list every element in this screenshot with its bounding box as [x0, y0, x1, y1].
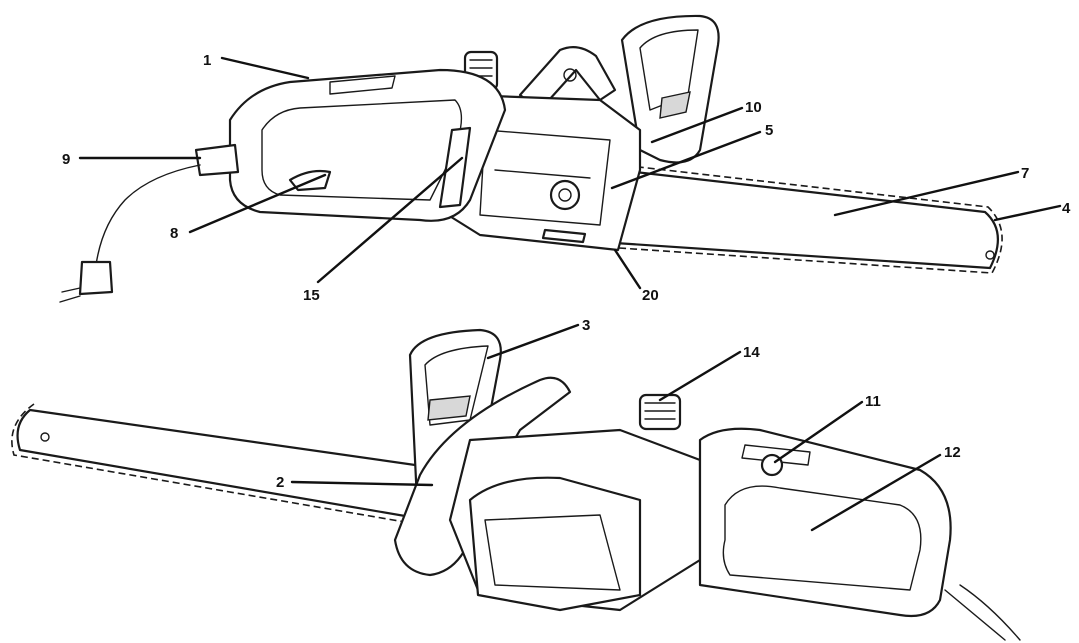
callout-5: 5 [765, 122, 773, 139]
motor-cap [468, 476, 642, 612]
callout-3: 3 [582, 317, 590, 334]
leader-15 [316, 156, 464, 284]
bar-nose-hole-top [985, 250, 995, 260]
callout-9: 9 [62, 151, 70, 168]
callout-10: 10 [745, 99, 762, 116]
callout-2: 2 [276, 474, 284, 491]
leader-14 [658, 350, 742, 402]
leader-12 [810, 453, 942, 532]
chain-tension-knob-top [549, 179, 581, 211]
leader-8 [188, 173, 327, 234]
saw-chain-top [603, 162, 1003, 274]
leader-lines [78, 56, 1062, 532]
lock-off-button-top [438, 126, 472, 209]
saw-chain-bottom [11, 403, 441, 529]
leader-4 [993, 204, 1062, 222]
leader-7 [833, 170, 1020, 217]
callout-numbers: 1 9 8 15 10 5 7 4 20 3 14 11 12 2 [62, 52, 1071, 491]
front-handle-top [518, 45, 617, 112]
callout-14: 14 [743, 344, 760, 361]
guide-bar-top [598, 166, 999, 270]
leader-5 [610, 130, 762, 190]
callout-4: 4 [1062, 200, 1071, 217]
callout-1: 1 [203, 52, 211, 69]
bar-clamp-slot [541, 228, 587, 244]
callout-15: 15 [303, 287, 320, 304]
leader-1 [220, 56, 310, 80]
leader-10 [650, 106, 744, 144]
guide-bar-bottom [16, 408, 452, 524]
cord-strain-relief-top [194, 143, 240, 177]
chainsaw-bottom-view [11, 328, 1021, 641]
leader-2 [290, 480, 434, 487]
callout-8: 8 [170, 225, 178, 242]
leader-3 [486, 323, 580, 360]
power-plug [78, 260, 114, 296]
chainsaw-top-view [59, 14, 1003, 303]
callout-7: 7 [1021, 165, 1029, 182]
callout-20: 20 [642, 287, 659, 304]
bar-nose-hole-bottom [40, 432, 50, 442]
leader-20 [613, 248, 642, 290]
leader-11 [773, 400, 864, 464]
callout-12: 12 [944, 444, 961, 461]
callout-11: 11 [865, 393, 881, 410]
